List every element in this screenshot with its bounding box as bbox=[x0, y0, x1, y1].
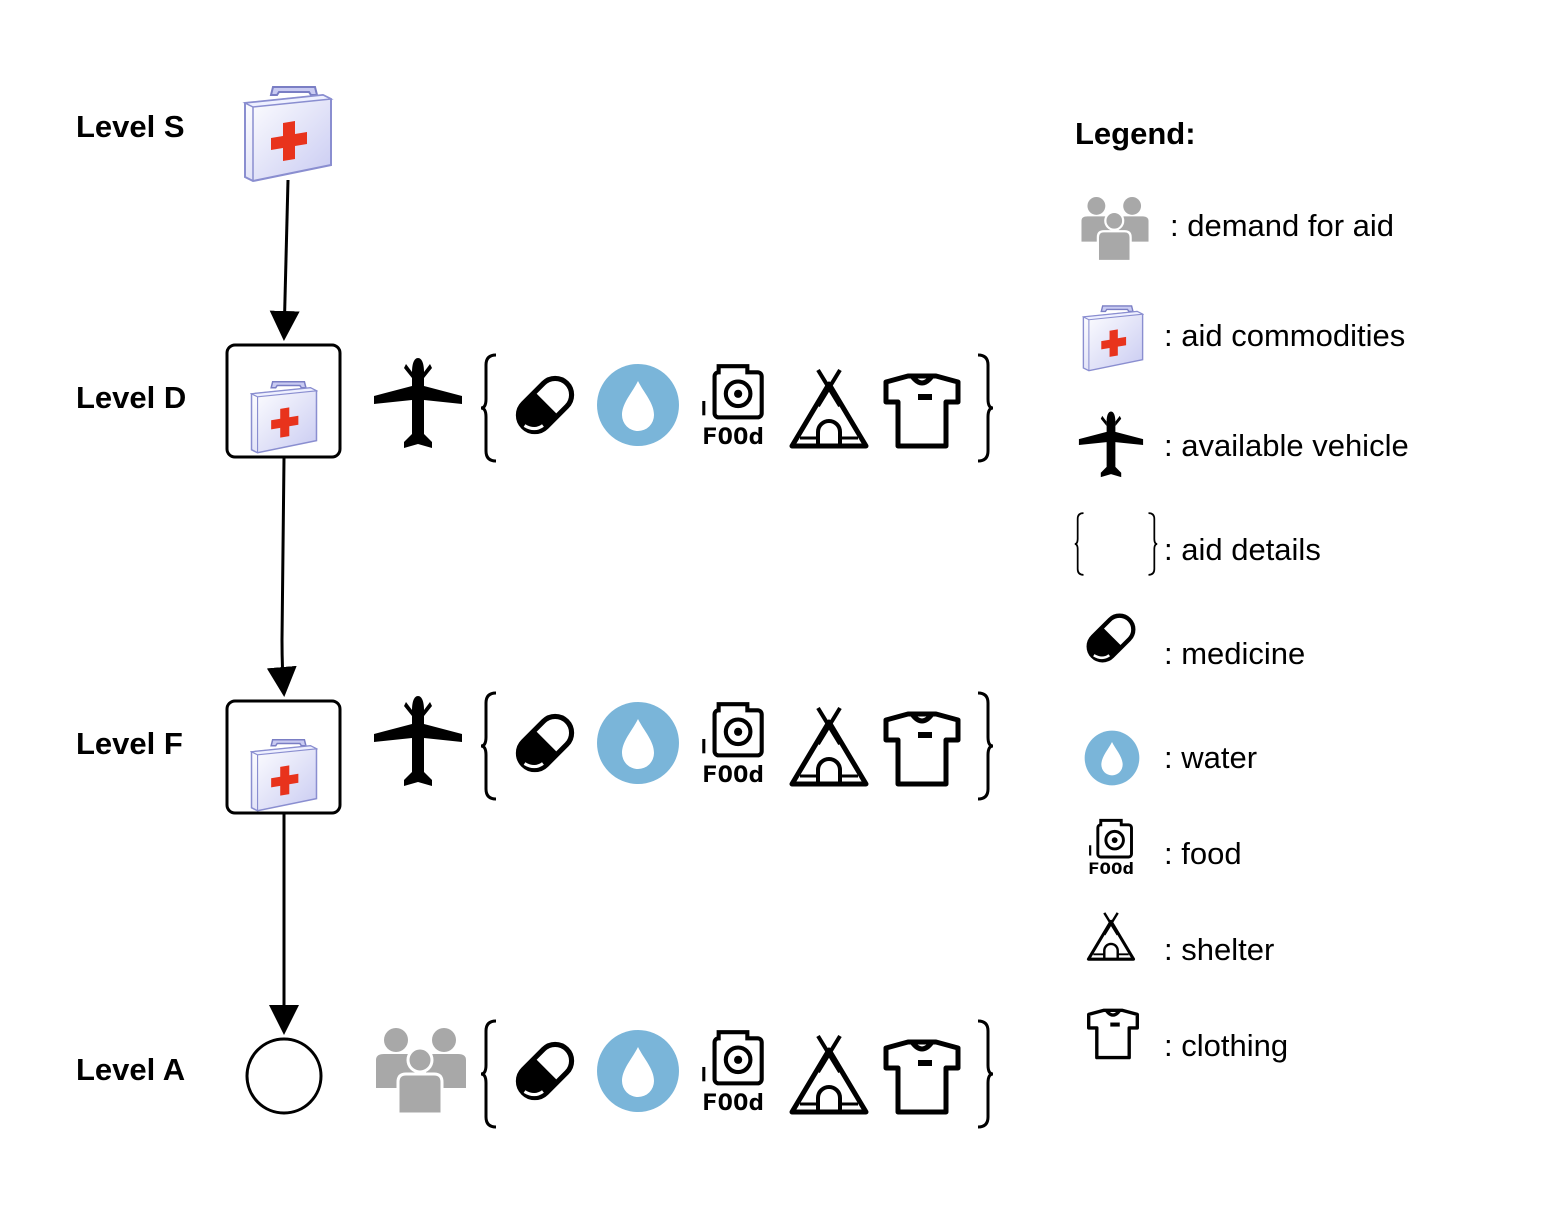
level-f-aid-row: FOOd bbox=[374, 691, 994, 801]
first-aid-kit-icon bbox=[1082, 305, 1144, 372]
level-a-label: Level A bbox=[76, 1052, 185, 1087]
tent-icon bbox=[1086, 911, 1136, 961]
food-icon bbox=[702, 704, 761, 755]
legend-label-demand: : demand for aid bbox=[1170, 208, 1394, 243]
legend-title: Legend: bbox=[1075, 116, 1196, 151]
food-icon-text: FOOd bbox=[702, 425, 764, 450]
tshirt-icon bbox=[886, 376, 958, 446]
water-drop-icon bbox=[1084, 730, 1140, 786]
brace-right-icon bbox=[976, 353, 994, 463]
water-drop-icon bbox=[597, 1030, 679, 1112]
level-s-label: Level S bbox=[76, 109, 185, 144]
legend-label-vehicle: : available vehicle bbox=[1164, 428, 1409, 463]
brace-right-icon bbox=[1147, 512, 1159, 576]
food-icon bbox=[1087, 818, 1134, 859]
tshirt-icon bbox=[886, 714, 958, 784]
water-drop-icon bbox=[597, 364, 679, 446]
brace-right-icon bbox=[976, 691, 994, 801]
airplane-icon bbox=[374, 358, 462, 448]
arrow-d-to-f bbox=[266, 457, 297, 697]
level-s-first-aid-kit-icon bbox=[243, 85, 333, 183]
pill-icon bbox=[512, 710, 579, 777]
pill-icon bbox=[1083, 610, 1139, 666]
brace-left-icon bbox=[480, 1019, 498, 1129]
airplane-icon bbox=[1078, 411, 1144, 478]
legend: Legend: : demand for aid : aid commoditi… bbox=[1073, 116, 1409, 1063]
legend-label-shelter: : shelter bbox=[1164, 932, 1274, 967]
legend-label-aid-details: : aid details bbox=[1164, 532, 1321, 567]
brace-right-icon bbox=[976, 1019, 994, 1129]
level-f-first-aid-kit-icon bbox=[250, 738, 318, 812]
level-a-aid-row: FOOd bbox=[374, 1019, 994, 1129]
level-d-first-aid-kit-icon bbox=[250, 380, 318, 454]
legend-label-food: : food bbox=[1164, 836, 1242, 871]
level-d-aid-row: FOOd bbox=[374, 353, 994, 463]
level-d-label: Level D bbox=[76, 380, 186, 415]
food-icon-text: FOOd bbox=[1088, 859, 1134, 878]
level-a-node bbox=[245, 1037, 323, 1115]
legend-label-medicine: : medicine bbox=[1164, 636, 1305, 671]
airplane-icon bbox=[374, 696, 462, 786]
legend-label-clothing: : clothing bbox=[1164, 1028, 1288, 1063]
tent-icon bbox=[792, 370, 866, 446]
food-icon bbox=[702, 366, 761, 417]
tent-icon bbox=[792, 1036, 866, 1112]
level-f-label: Level F bbox=[76, 726, 183, 761]
pill-icon bbox=[512, 372, 579, 439]
food-icon-text: FOOd bbox=[702, 763, 764, 788]
pill-icon bbox=[512, 1038, 579, 1105]
tshirt-icon bbox=[1086, 1008, 1140, 1060]
legend-label-aid-commodities: : aid commodities bbox=[1164, 318, 1405, 353]
brace-left-icon bbox=[480, 353, 498, 463]
legend-label-water: : water bbox=[1164, 740, 1257, 775]
brace-left-icon bbox=[1073, 512, 1085, 576]
food-icon-text: FOOd bbox=[702, 1091, 764, 1116]
tshirt-icon bbox=[886, 1042, 958, 1112]
food-icon bbox=[702, 1032, 761, 1083]
arrow-s-to-d bbox=[269, 179, 300, 341]
people-icon bbox=[374, 1026, 468, 1116]
water-drop-icon bbox=[597, 702, 679, 784]
brace-left-icon bbox=[480, 691, 498, 801]
tent-icon bbox=[792, 708, 866, 784]
people-icon bbox=[1080, 195, 1150, 263]
